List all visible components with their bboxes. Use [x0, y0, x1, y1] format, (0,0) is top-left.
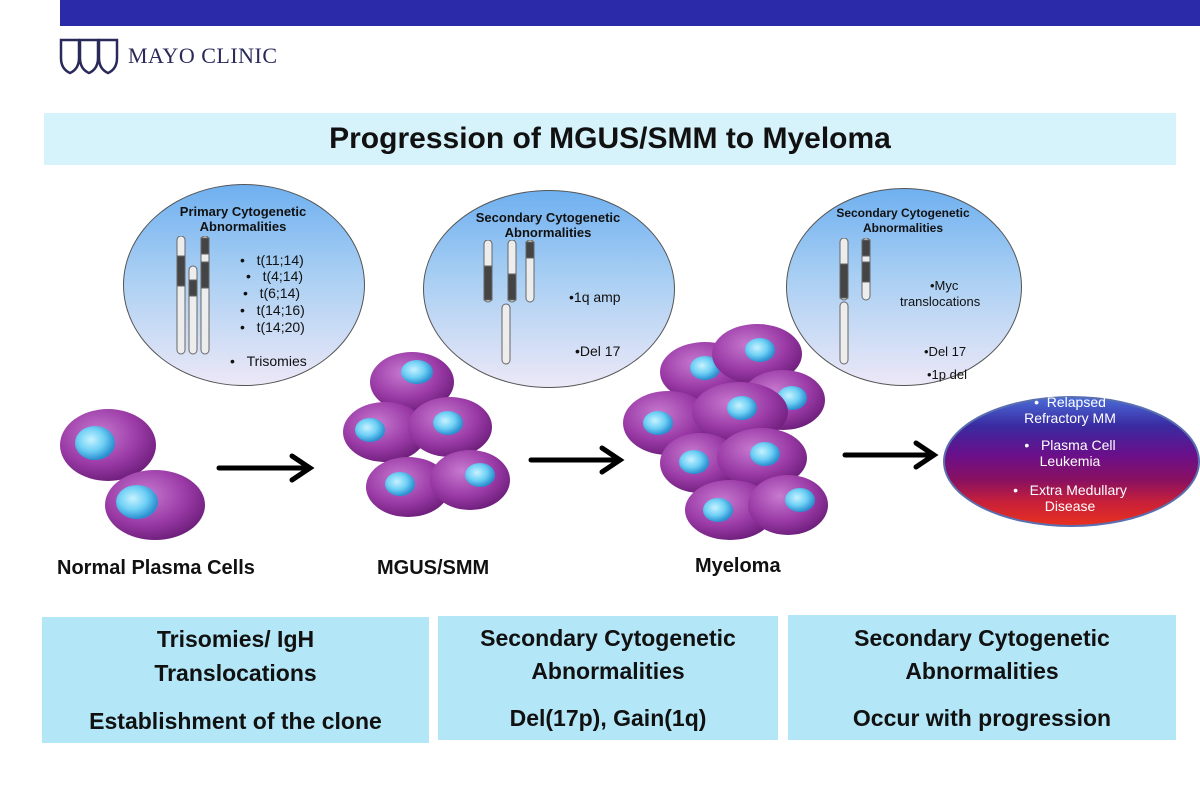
- mayo-shield-icon: [59, 38, 119, 75]
- arrow-icon: [842, 440, 939, 470]
- outcome-item: • Plasma Cell Leukemia: [1024, 437, 1116, 469]
- bubble-2-title-line1: Secondary Cytogenetic: [475, 210, 621, 225]
- cell-nucleus: [690, 356, 720, 380]
- chromosomes-icon: [839, 238, 871, 365]
- box-line: Secondary Cytogenetic: [854, 625, 1110, 651]
- stage-label: MGUS/SMM: [377, 557, 490, 579]
- cell-nucleus: [679, 450, 709, 474]
- bubble-2-item: •1q amp: [569, 289, 621, 305]
- summary-box-secondary: Secondary Cytogenetic Abnormalities Del(…: [438, 616, 778, 740]
- chromosomes-icon: [176, 236, 210, 355]
- cell-nucleus: [643, 411, 673, 435]
- cell-nucleus: [750, 442, 780, 466]
- myeloma-cells: [623, 324, 828, 540]
- progression-abnormalities-bubble: [786, 188, 1022, 386]
- mgus-cells: [343, 352, 510, 517]
- bubble-1-item: • t(11;14): [240, 252, 304, 268]
- box-line: Secondary Cytogenetic: [480, 625, 736, 651]
- cell-nucleus: [401, 360, 433, 384]
- mayo-clinic-logo: MAYO CLINIC: [58, 36, 278, 76]
- normal-cells: [60, 409, 205, 540]
- box-line: Abnormalities: [905, 658, 1059, 684]
- bubble-1-title-line1: Primary Cytogenetic: [179, 204, 307, 219]
- outcome-item: • Extra Medullary Disease: [1013, 482, 1127, 514]
- stage-label: Normal Plasma Cells: [57, 557, 255, 579]
- outcome-item: • Relapsed Refractory MM: [1024, 394, 1116, 426]
- bubble-1-item: • t(4;14): [246, 268, 304, 284]
- bubble-3-item: •1p del: [927, 367, 967, 382]
- bubble-1-item: • t(14;16): [240, 302, 305, 318]
- cell-nucleus: [703, 498, 733, 522]
- cell-nucleus: [785, 488, 815, 512]
- summary-box-clone: Trisomies/ IgH Translocations Establishm…: [42, 617, 429, 743]
- page-title: Progression of MGUS/SMM to Myeloma: [329, 122, 891, 155]
- outcomes-ellipse: [943, 396, 1200, 527]
- box-line: Translocations: [154, 660, 317, 686]
- cell-nucleus: [355, 418, 385, 442]
- bubble-3-title: Secondary Cytogenetic Abnormalities: [786, 206, 1020, 236]
- box-line: Establishment of the clone: [89, 708, 382, 734]
- bubble-2-item: •Del 17: [575, 343, 621, 359]
- bubble-1-title: Primary Cytogenetic Abnormalities: [123, 204, 363, 234]
- bubble-2-title-line2: Abnormalities: [504, 225, 592, 240]
- cell-nucleus: [745, 338, 775, 362]
- summary-box-progression: Secondary Cytogenetic Abnormalities Occu…: [788, 615, 1176, 740]
- box-line: Occur with progression: [852, 705, 1112, 731]
- secondary-abnormalities-bubble: [423, 190, 675, 388]
- plasma-cell: [343, 402, 427, 462]
- bubble-1-item: • t(14;20): [240, 319, 305, 335]
- bubble-1-title-line2: Abnormalities: [199, 219, 287, 234]
- box-line: Trisomies/ IgH: [156, 626, 315, 652]
- bubble-3-item: •Myc: [930, 278, 959, 293]
- box-line: Del(17p), Gain(1q): [509, 705, 707, 731]
- bubble-1-item: • Trisomies: [230, 353, 307, 369]
- bubble-3-item: translocations: [900, 294, 981, 309]
- progression-arrows: [216, 440, 939, 483]
- logo-text: MAYO CLINIC: [128, 43, 278, 68]
- cell-nucleus: [465, 463, 495, 487]
- stage-label: Myeloma: [695, 555, 781, 577]
- bubble-3-title-line1: Secondary Cytogenetic: [836, 206, 970, 220]
- bubble-2-title: Secondary Cytogenetic Abnormalities: [423, 210, 673, 240]
- cell-nucleus: [727, 396, 757, 420]
- cell-nucleus: [116, 485, 158, 519]
- arrow-icon: [528, 445, 625, 475]
- cell-nucleus: [75, 426, 115, 460]
- header-bar: [60, 0, 1200, 26]
- title-band: Progression of MGUS/SMM to Myeloma: [44, 113, 1176, 165]
- chromosomes-icon: [483, 240, 535, 365]
- primary-abnormalities-bubble: [123, 184, 365, 386]
- bubble-3-title-line2: Abnormalities: [862, 221, 943, 235]
- cell-nucleus: [385, 472, 415, 496]
- box-line: Abnormalities: [531, 658, 685, 684]
- bubble-3-item: •Del 17: [924, 344, 967, 359]
- cell-nucleus: [433, 411, 463, 435]
- bubble-1-item: • t(6;14): [243, 285, 301, 301]
- arrow-icon: [216, 453, 315, 483]
